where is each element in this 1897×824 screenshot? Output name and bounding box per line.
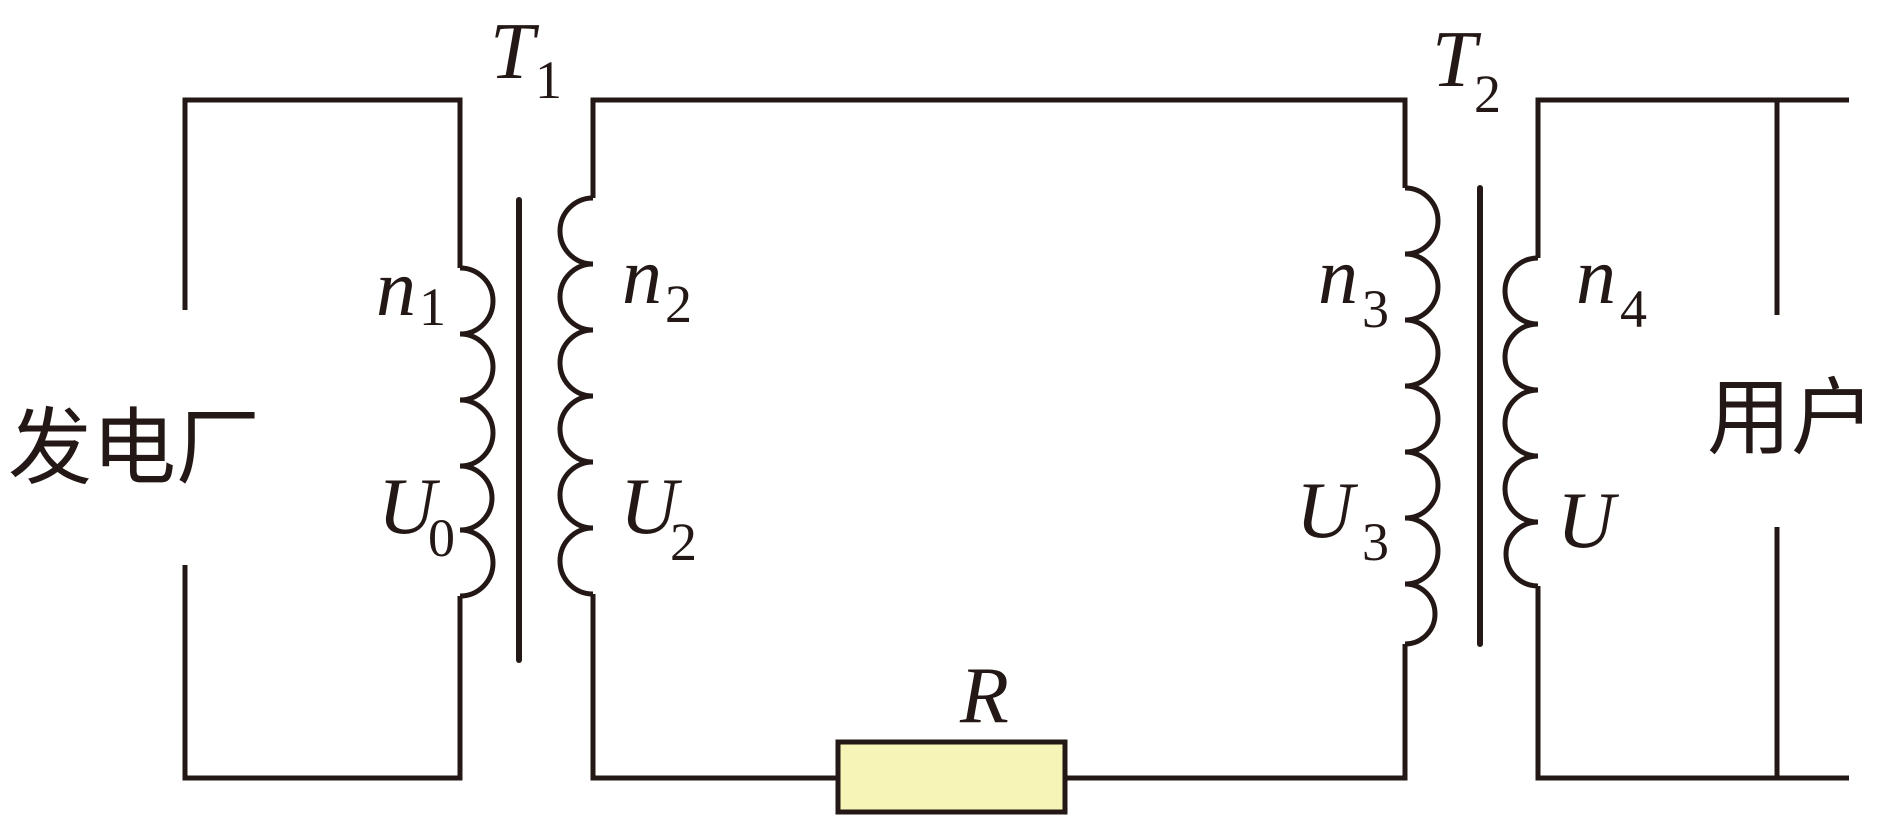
user-circuit-wire (1535, 97, 1849, 781)
coil-n4 (1502, 255, 1539, 589)
n2-label: n (622, 233, 662, 321)
transmission-line-wire (590, 97, 1408, 781)
u2-subscript: 2 (670, 512, 697, 572)
u0-label: U (378, 463, 441, 551)
n1-label: n (376, 245, 416, 333)
n3-subscript: 3 (1362, 279, 1389, 339)
user-label: 用户 (1707, 369, 1875, 467)
r-label: R (959, 652, 1009, 740)
u3-subscript: 3 (1362, 512, 1389, 572)
coil-n1 (459, 265, 496, 599)
resistor-r (835, 739, 1068, 815)
coil-n3 (1404, 185, 1441, 647)
coil-n2 (557, 195, 594, 597)
u0-subscript: 0 (428, 508, 455, 568)
plant-circuit-wire (182, 97, 463, 781)
t1-subscript: 1 (535, 50, 562, 110)
t2-subscript: 2 (1474, 64, 1501, 124)
u2-label: U (620, 463, 683, 551)
n2-subscript: 2 (665, 274, 692, 334)
u3-label: U (1296, 467, 1359, 555)
n4-subscript: 4 (1620, 279, 1647, 339)
n3-label: n (1318, 233, 1358, 321)
n4-label: n (1576, 233, 1616, 321)
t2-label: T (1432, 16, 1482, 104)
n1-subscript: 1 (419, 277, 446, 337)
power-plant-label: 发电厂 (8, 399, 260, 497)
u-label: U (1557, 477, 1620, 565)
t1-label: T (490, 8, 540, 96)
